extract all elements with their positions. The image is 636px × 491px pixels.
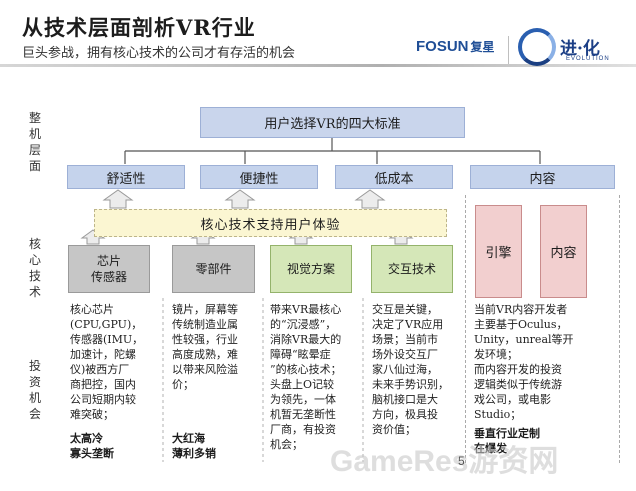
desc-content: 当前VR内容开发者主要基于Oculus， Unity，unreal等开发环境； 而内… (474, 302, 618, 422)
desc-line: 的“沉浸感”， (270, 318, 337, 331)
standard-comfort: 舒适性 (67, 165, 185, 189)
side-whole-char: 整 (28, 111, 41, 125)
content-engine-box: 引擎 (475, 205, 522, 298)
desc-line: 发环境； (474, 348, 518, 361)
content-panel (465, 195, 620, 463)
side-invest-char: 机 (28, 391, 41, 405)
desc-parts: 镜片，屏幕等传统制造业属性较强，行业高度成熟，难以带来风险溢价； (172, 302, 262, 392)
invest-parts: 大红海薄利多销 (172, 431, 216, 461)
desc-line: 机暂无垄断性 (270, 408, 336, 421)
desc-line: 镜片，屏幕等 (172, 303, 238, 316)
desc-line: 性较强，行业 (172, 333, 238, 346)
evolution-logo-text: 进·化 (560, 39, 600, 59)
desc-line: 公司短期内较 (70, 393, 136, 406)
side-label-core: 核心技术 (28, 236, 42, 300)
desc-line: 逻辑类似于传统游 (474, 378, 562, 391)
desc-line: 传感器(IMU， (70, 333, 144, 346)
desc-line: 厂商，有投资 (270, 423, 336, 436)
invest-chip: 太高冷寡头垄断 (70, 431, 114, 461)
invest-line: 大红海 (172, 432, 205, 445)
desc-line: 决定了VR应用 (372, 318, 444, 331)
side-core-char: 术 (28, 285, 41, 299)
desc-line: 资价值； (372, 423, 416, 436)
invest-line: 垂直行业定制 (474, 427, 540, 440)
title-divider (0, 64, 636, 67)
desc-line: 高度成熟，难 (172, 348, 238, 361)
tech-chip-line2: 传感器 (90, 270, 127, 284)
desc-line: 传统制造业属 (172, 318, 238, 331)
desc-line: 仪)被西方厂 (70, 363, 130, 376)
tech-components: 零部件 (172, 245, 255, 293)
side-whole-char: 机 (28, 127, 41, 141)
top-criteria-box: 用户选择VR的四大标准 (200, 107, 465, 138)
side-core-char: 核 (28, 237, 41, 251)
fosun-logo-text: FOSUN (416, 38, 469, 55)
desc-line: 加速计，陀螺 (70, 348, 136, 361)
desc-line: 障碍“眩晕症 (270, 348, 331, 361)
desc-line: Unity，unreal等开 (474, 333, 574, 346)
desc-line: 而内容开发的投资 (474, 363, 562, 376)
desc-line: 核心芯片 (70, 303, 114, 316)
desc-line: (CPU,GPU)， (70, 318, 143, 331)
invest-content: 垂直行业定制在爆发 (474, 426, 540, 456)
desc-line: 机会； (270, 438, 303, 451)
side-invest-char: 会 (28, 407, 41, 421)
invest-line: 薄利多销 (172, 447, 216, 460)
fosun-logo-cn: 复星 (470, 40, 495, 54)
desc-line: 为领先，一体 (270, 393, 336, 406)
page-subtitle: 巨头参战，拥有核心技术的公司才有存活的机会 (22, 46, 296, 61)
side-label-invest: 投资机会 (28, 358, 42, 422)
side-invest-char: 资 (28, 375, 41, 389)
side-core-char: 心 (28, 253, 41, 267)
desc-line: 商把控，国内 (70, 378, 136, 391)
desc-chip: 核心芯片 (CPU,GPU)， 传感器(IMU， 加速计，陀螺仪)被西方厂商把控，国内… (70, 302, 162, 422)
content-content-box: 内容 (540, 205, 587, 298)
desc-line: 以带来风险溢 (172, 363, 238, 376)
desc-line: 价； (172, 378, 194, 391)
core-tech-banner: 核心技术支持用户体验 (94, 209, 447, 237)
invest-line: 寡头垄断 (70, 447, 114, 460)
side-invest-char: 投 (28, 359, 41, 373)
desc-line: 脑机接口是大 (372, 393, 438, 406)
desc-line: 家八仙过海， (372, 363, 438, 376)
desc-line: 交互是关键， (372, 303, 438, 316)
tech-chip-sensor: 芯片传感器 (68, 245, 150, 293)
page-number: 5 (458, 454, 465, 468)
desc-line: 消除VR最大的 (270, 333, 342, 346)
side-core-char: 技 (28, 269, 41, 283)
desc-interaction: 交互是关键， 决定了VR应用场景；当前市场外设交互厂家八仙过海， 未来手势识别， 脑机… (372, 302, 464, 437)
standard-low-cost: 低成本 (335, 165, 453, 189)
desc-line: 方向，极具投 (372, 408, 438, 421)
desc-line: 戏公司，或电影 (474, 393, 551, 406)
desc-line: 当前VR内容开发者 (474, 303, 568, 316)
watermark: GameRes游资网 (330, 445, 559, 478)
side-whole-char: 面 (28, 159, 41, 173)
desc-line: 主要基于Oculus， (474, 318, 568, 331)
desc-line: ”的核心技术； (270, 363, 342, 376)
invest-line: 太高冷 (70, 432, 103, 445)
standard-convenience: 便捷性 (200, 165, 318, 189)
side-whole-char: 层 (28, 143, 41, 157)
desc-line: 带来VR最核心 (270, 303, 342, 316)
desc-vision: 带来VR最核心的“沉浸感”， 消除VR最大的障碍“眩晕症 ”的核心技术； 头盘上O记较… (270, 302, 362, 452)
standard-content: 内容 (470, 165, 615, 189)
tech-interaction: 交互技术 (371, 245, 453, 293)
desc-line: 难突破； (70, 408, 114, 421)
evolution-logo-subtext: EVOLUTION (566, 56, 610, 62)
desc-line: Studio； (474, 408, 522, 421)
desc-line: 头盘上O记较 (270, 378, 335, 391)
logo-separator (508, 36, 509, 64)
evolution-logo-icon (518, 28, 556, 66)
page-title: 从技术层面剖析VR行业 (22, 15, 256, 40)
desc-line: 场外设交互厂 (372, 348, 438, 361)
tech-vision: 视觉方案 (270, 245, 352, 293)
side-label-whole: 整机层面 (28, 110, 42, 174)
desc-line: 未来手势识别， (372, 378, 449, 391)
invest-line: 在爆发 (474, 442, 507, 455)
desc-line: 场景；当前市 (372, 333, 438, 346)
tech-chip-line1: 芯片 (96, 254, 121, 268)
